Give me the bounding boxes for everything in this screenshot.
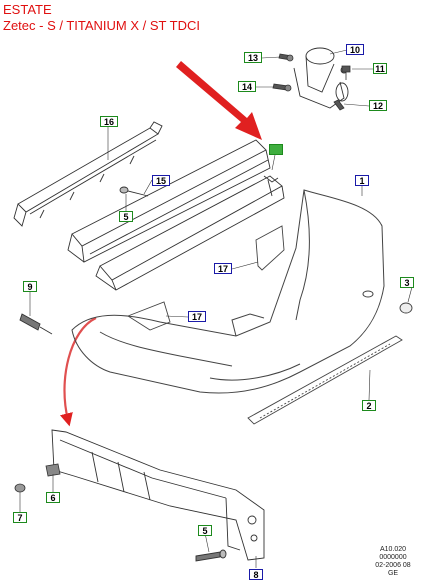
- screw-5-lower: [195, 549, 227, 562]
- bumper-beam: [67, 139, 271, 263]
- callout-13[interactable]: 13: [244, 52, 262, 63]
- plug-3: [399, 302, 413, 314]
- ref-date: 02-2006 08: [375, 562, 411, 569]
- callout-highlight[interactable]: [269, 144, 283, 155]
- energy-absorber: [95, 175, 285, 291]
- ref-code: A10.020: [379, 546, 407, 553]
- callout-17-left[interactable]: 17: [188, 311, 206, 322]
- mounting-bracket: [51, 429, 265, 561]
- reinforcement-strip: [13, 121, 163, 227]
- bracket-17-left: [127, 301, 171, 331]
- callout-5-lower[interactable]: 5: [198, 525, 212, 536]
- leader-lines: [19, 49, 413, 568]
- bumper-cover: [71, 189, 385, 394]
- callout-2[interactable]: 2: [362, 400, 376, 411]
- screw-9: [19, 313, 53, 335]
- callout-9[interactable]: 9: [23, 281, 37, 292]
- bracket-17-right: [255, 225, 285, 271]
- callout-6[interactable]: 6: [46, 492, 60, 503]
- tow-bracket: [293, 47, 349, 109]
- callout-8[interactable]: 8: [249, 569, 263, 580]
- callout-14[interactable]: 14: [238, 81, 256, 92]
- callout-15[interactable]: 15: [152, 175, 170, 186]
- callout-11[interactable]: 11: [373, 63, 387, 74]
- bolt-14: [272, 83, 292, 92]
- pin-5-upper: [119, 186, 149, 197]
- diagram-subtitle: Zetec - S / TITANIUM X / ST TDCI: [3, 18, 200, 33]
- callout-10[interactable]: 10: [346, 44, 364, 55]
- bolt-13: [278, 53, 294, 62]
- nut-7: [14, 483, 26, 493]
- callout-17-right[interactable]: 17: [214, 263, 232, 274]
- bolt-11: [341, 65, 351, 80]
- clip-6: [45, 463, 61, 477]
- ref-region: GE: [387, 570, 399, 577]
- callout-16[interactable]: 16: [100, 116, 118, 127]
- callout-5-upper[interactable]: 5: [119, 211, 133, 222]
- trim-strip: [247, 335, 403, 425]
- callout-7[interactable]: 7: [13, 512, 27, 523]
- curved-red-arrow: [59, 317, 97, 427]
- ref-number: 0000000: [379, 554, 407, 561]
- callout-1[interactable]: 1: [355, 175, 369, 186]
- red-pointer-arrow: [176, 61, 262, 140]
- callout-3[interactable]: 3: [400, 277, 414, 288]
- callout-12[interactable]: 12: [369, 100, 387, 111]
- diagram-title: ESTATE: [3, 2, 52, 17]
- footer-block: A10.020 0000000 02-2006 08 GE: [366, 546, 420, 578]
- bolt-12: [333, 99, 345, 111]
